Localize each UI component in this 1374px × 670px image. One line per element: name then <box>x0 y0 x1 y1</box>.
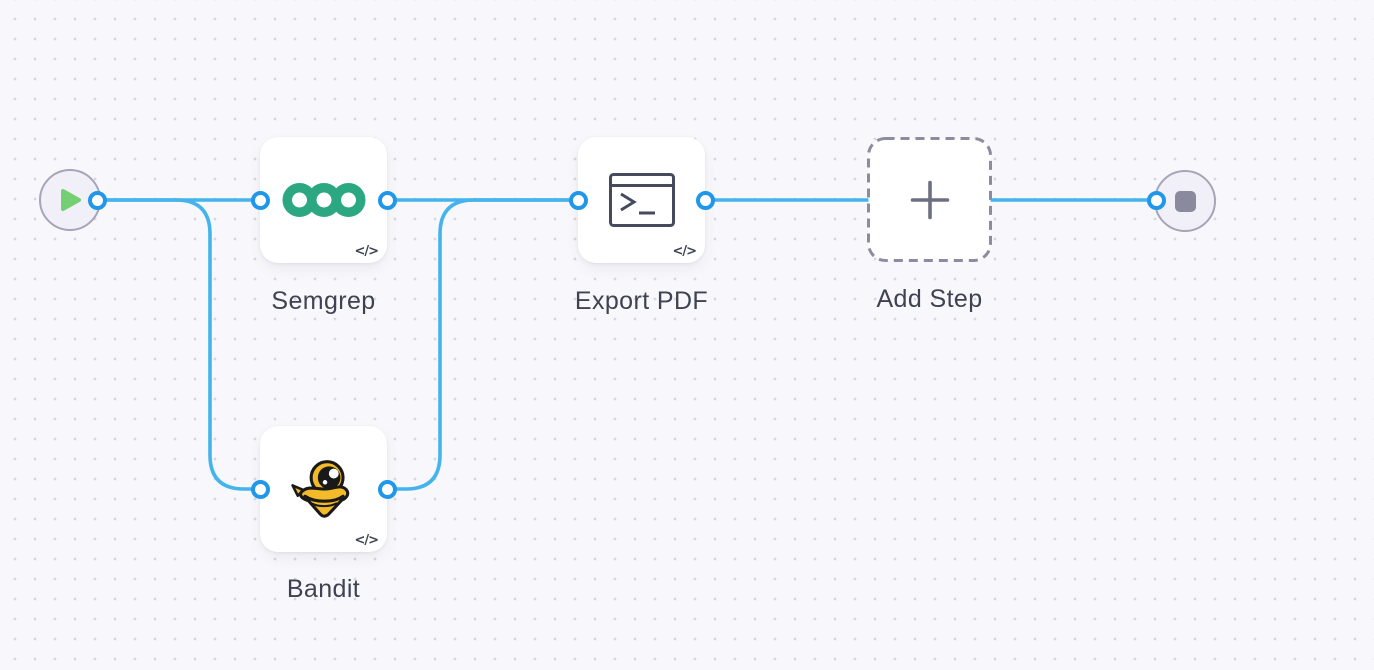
port-export-output[interactable] <box>695 190 715 210</box>
node-label-bandit: Bandit <box>286 575 361 603</box>
port-bandit-input[interactable] <box>250 479 270 499</box>
port-bandit-output[interactable] <box>377 479 397 499</box>
node-label-export-pdf: Export PDF <box>574 287 709 315</box>
terminal-icon <box>608 173 675 227</box>
node-semgrep[interactable]: </> <box>260 137 387 263</box>
port-end-input[interactable] <box>1146 190 1166 210</box>
node-bandit[interactable]: </> <box>260 426 387 552</box>
play-icon <box>61 189 81 211</box>
node-export-pdf[interactable]: </> <box>578 137 705 263</box>
port-export-input[interactable] <box>568 190 588 210</box>
plus-icon <box>910 180 949 219</box>
code-icon: </> <box>354 533 379 548</box>
node-label-add-step: Add Step <box>876 285 983 313</box>
edge-bandit-export[interactable] <box>385 198 572 491</box>
stop-icon <box>1174 190 1196 212</box>
add-step-button[interactable] <box>867 137 992 262</box>
semgrep-logo <box>282 183 365 217</box>
bandit-logo <box>290 460 349 518</box>
edge-start-bandit[interactable] <box>95 198 254 491</box>
port-start-output[interactable] <box>87 190 107 210</box>
code-icon: </> <box>354 244 379 259</box>
port-semgrep-input[interactable] <box>250 190 270 210</box>
code-icon: </> <box>672 244 697 259</box>
port-semgrep-output[interactable] <box>377 190 397 210</box>
node-label-semgrep: Semgrep <box>271 287 376 315</box>
